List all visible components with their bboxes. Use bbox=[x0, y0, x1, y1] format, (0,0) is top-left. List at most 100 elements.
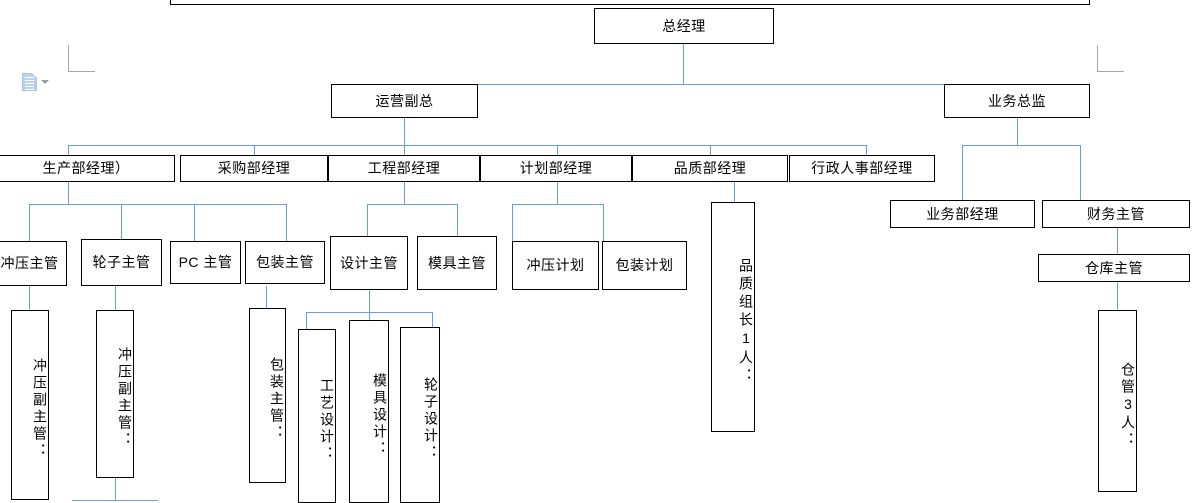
box-business-director[interactable]: 业务总监 bbox=[944, 84, 1090, 118]
box-label: 轮子主管 bbox=[92, 254, 151, 271]
box-label: 冲压副主管： bbox=[32, 358, 48, 460]
connector-ops-to-purchase bbox=[254, 145, 255, 157]
box-quality-leader[interactable]: 品质组长1人： bbox=[711, 202, 755, 432]
connector-finance-down bbox=[1117, 228, 1118, 254]
page-margin-corner-top-right bbox=[1097, 45, 1124, 72]
box-planning-manager[interactable]: 计划部经理 bbox=[480, 155, 632, 182]
box-warehouse-staff[interactable]: 仓管3人： bbox=[1098, 310, 1137, 492]
connector-prod-to-wheel bbox=[121, 204, 122, 241]
box-label: 品质组长1人： bbox=[738, 258, 754, 386]
box-stamping-plan[interactable]: 冲压计划 bbox=[512, 241, 599, 290]
box-stamping-deputy-1[interactable]: 冲压副主管： bbox=[11, 310, 49, 500]
connector-ops-to-hr bbox=[866, 145, 867, 157]
connector-plan-to-packplan bbox=[603, 204, 604, 241]
box-craft-design[interactable]: 工艺设计： bbox=[298, 329, 336, 503]
connector-stamp-down bbox=[29, 286, 30, 310]
box-label: 行政人事部经理 bbox=[811, 160, 913, 177]
box-label: 冲压主管 bbox=[0, 255, 59, 272]
connector-ops-to-plan bbox=[557, 145, 558, 157]
box-stamping-supervisor[interactable]: 冲压主管 bbox=[0, 241, 67, 286]
connector-eng-bar bbox=[367, 204, 457, 205]
box-warehouse-supervisor[interactable]: 仓库主管 bbox=[1038, 254, 1190, 282]
box-label: 业务部经理 bbox=[926, 205, 999, 222]
connector-design-down bbox=[369, 290, 370, 312]
box-label: 包装计划 bbox=[615, 257, 674, 274]
box-label: 业务总监 bbox=[988, 92, 1046, 109]
box-label: 仓管3人： bbox=[1120, 361, 1136, 449]
box-label: 冲压副主管： bbox=[117, 347, 133, 449]
top-banner-box bbox=[170, 0, 1090, 5]
box-label: 总经理 bbox=[662, 17, 706, 34]
connector-biz-to-finance bbox=[1080, 145, 1081, 200]
connector-biz-bar bbox=[962, 145, 1080, 146]
connector-warehouse-down bbox=[1117, 282, 1118, 310]
connector-plan-to-stampplan bbox=[512, 204, 513, 241]
box-label: 生产部经理） bbox=[42, 160, 130, 177]
box-packaging-supervisor[interactable]: 包装主管 bbox=[245, 241, 325, 284]
box-purchasing-manager[interactable]: 采购部经理 bbox=[180, 155, 328, 182]
connector-prod-bar bbox=[29, 204, 286, 205]
connector-ops-bar bbox=[68, 145, 866, 146]
connector-ops-to-prod bbox=[68, 145, 69, 157]
box-engineering-manager[interactable]: 工程部经理 bbox=[328, 155, 480, 182]
box-wheel-supervisor[interactable]: 轮子主管 bbox=[81, 239, 162, 286]
connector-prod-down bbox=[68, 182, 69, 204]
connector-ops-to-quality bbox=[710, 145, 711, 157]
connector-design-to-wheel bbox=[432, 312, 433, 329]
paste-options-button[interactable] bbox=[22, 73, 49, 91]
box-label: 财务主管 bbox=[1087, 205, 1145, 222]
box-label: 轮子设计： bbox=[423, 376, 439, 462]
box-label: PC 主管 bbox=[178, 254, 233, 271]
box-packaging-plan[interactable]: 包装计划 bbox=[602, 241, 687, 290]
box-label: 模具设计： bbox=[372, 373, 388, 458]
box-general-manager[interactable]: 总经理 bbox=[594, 8, 774, 44]
box-label: 包装主管： bbox=[269, 357, 285, 442]
box-packaging-supervisor-sub[interactable]: 包装主管： bbox=[249, 308, 286, 483]
box-label: 采购部经理 bbox=[217, 160, 291, 177]
box-stamping-deputy-2[interactable]: 冲压副主管： bbox=[96, 310, 134, 478]
box-pc-supervisor[interactable]: PC 主管 bbox=[170, 241, 241, 284]
connector-gm-down bbox=[683, 44, 684, 84]
connector-ops-to-eng bbox=[404, 145, 405, 157]
box-hr-admin-manager[interactable]: 行政人事部经理 bbox=[789, 155, 935, 182]
connector-plan-bar bbox=[512, 204, 603, 205]
connector-design-to-mold bbox=[369, 312, 370, 320]
connector-eng-to-mold bbox=[457, 204, 458, 241]
box-wheel-design[interactable]: 轮子设计： bbox=[400, 327, 440, 503]
page-margin-corner-top-left bbox=[68, 45, 95, 72]
paste-document-icon bbox=[22, 73, 37, 91]
box-label: 仓库主管 bbox=[1085, 259, 1143, 276]
box-label: 工艺设计： bbox=[319, 377, 335, 463]
box-label: 冲压计划 bbox=[526, 257, 585, 274]
connector-prod-to-pc bbox=[194, 204, 195, 241]
chevron-down-icon bbox=[41, 80, 49, 84]
connector-gm-bar bbox=[404, 84, 1017, 85]
connector-prod-to-stamp bbox=[29, 204, 30, 241]
box-design-supervisor[interactable]: 设计主管 bbox=[330, 236, 408, 290]
box-mold-design[interactable]: 模具设计： bbox=[349, 320, 389, 503]
connector-stampsub-down bbox=[115, 478, 116, 500]
box-label: 工程部经理 bbox=[367, 160, 441, 177]
box-quality-manager[interactable]: 品质部经理 bbox=[632, 155, 788, 182]
connector-eng-to-design bbox=[367, 204, 368, 241]
box-label: 包装主管 bbox=[256, 254, 314, 271]
box-operations-vp[interactable]: 运营副总 bbox=[331, 84, 478, 118]
box-label: 模具主管 bbox=[428, 254, 486, 271]
connector-wheel-down bbox=[115, 286, 116, 310]
connector-quality-down bbox=[734, 182, 735, 202]
connector-ops-down bbox=[404, 118, 405, 145]
box-finance-supervisor[interactable]: 财务主管 bbox=[1042, 200, 1190, 228]
box-label: 品质部经理 bbox=[673, 160, 747, 177]
box-sales-manager[interactable]: 业务部经理 bbox=[890, 200, 1035, 228]
box-label: 计划部经理 bbox=[519, 160, 593, 177]
connector-biz-to-sales bbox=[962, 145, 963, 200]
box-label: 运营副总 bbox=[375, 92, 434, 109]
connector-plan-down bbox=[557, 182, 558, 204]
connector-bottom-bar bbox=[72, 500, 158, 501]
box-mold-supervisor[interactable]: 模具主管 bbox=[417, 236, 497, 290]
connector-biz-down bbox=[1017, 118, 1018, 145]
box-label: 设计主管 bbox=[340, 254, 398, 271]
box-production-manager[interactable]: 生产部经理） bbox=[0, 155, 175, 182]
connector-eng-down bbox=[404, 182, 405, 204]
